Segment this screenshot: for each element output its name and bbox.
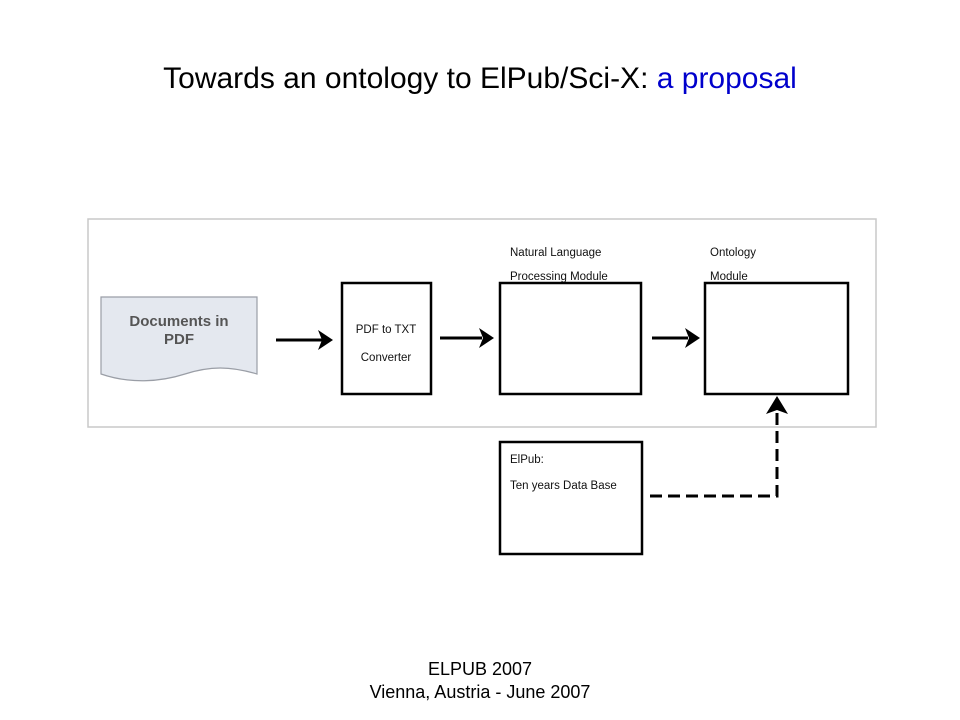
- document-label-line1: Documents in: [129, 313, 228, 330]
- title-main: Towards an ontology to ElPub/Sci-X:: [163, 62, 657, 95]
- ontology-label-line2: Module: [710, 271, 748, 283]
- nlp-module-box: [498, 281, 643, 396]
- converter-label-line1: PDF to TXT: [356, 324, 417, 336]
- document-shape: [100, 296, 258, 382]
- document-label-line2: PDF: [164, 331, 194, 348]
- ontology-module-box: [703, 281, 850, 396]
- footer-line2: Vienna, Austria - June 2007: [369, 682, 591, 702]
- converter-box: [340, 281, 433, 396]
- arrow-head-1: [318, 330, 333, 350]
- arrow-head-dashed: [766, 396, 788, 414]
- nlp-label-line1: Natural Language: [510, 247, 601, 259]
- slide-title: Towards an ontology to ElPub/Sci-X: a pr…: [0, 62, 960, 96]
- arrow-head-2: [479, 328, 494, 348]
- database-box: [498, 440, 644, 556]
- ontology-label-line1: Ontology: [710, 247, 756, 259]
- database-label-line1: ElPub:: [510, 454, 544, 466]
- footer: ELPUB 2007 Vienna, Austria - June 2007: [0, 658, 960, 704]
- title-accent: a proposal: [656, 62, 797, 95]
- converter-label-line2: Converter: [361, 352, 412, 364]
- arrow-head-3: [685, 328, 700, 348]
- nlp-label-line2: Processing Module: [510, 271, 608, 283]
- database-label-line2: Ten years Data Base: [510, 480, 617, 492]
- dashed-connector: [650, 412, 779, 498]
- footer-line1: ELPUB 2007: [427, 659, 533, 679]
